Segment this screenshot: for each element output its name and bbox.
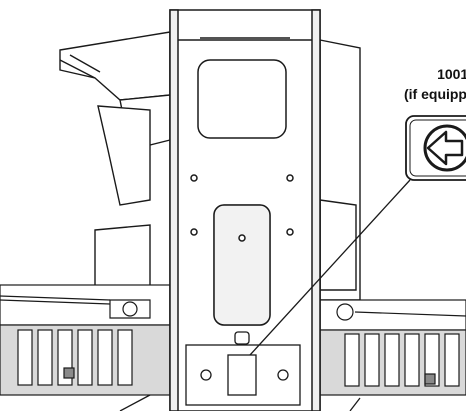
leader-lines [119, 179, 411, 411]
left-arrow-circle-icon [423, 124, 466, 172]
lower-bracket [185, 331, 301, 406]
right-hood [319, 39, 361, 301]
arrow-decal [405, 115, 466, 181]
right-track-assembly [319, 299, 466, 396]
center-frame [169, 9, 321, 411]
equipment-note-label: (if equipped) [404, 86, 466, 102]
left-track-assembly [0, 284, 171, 396]
part-number-label: 10012 [437, 66, 466, 82]
